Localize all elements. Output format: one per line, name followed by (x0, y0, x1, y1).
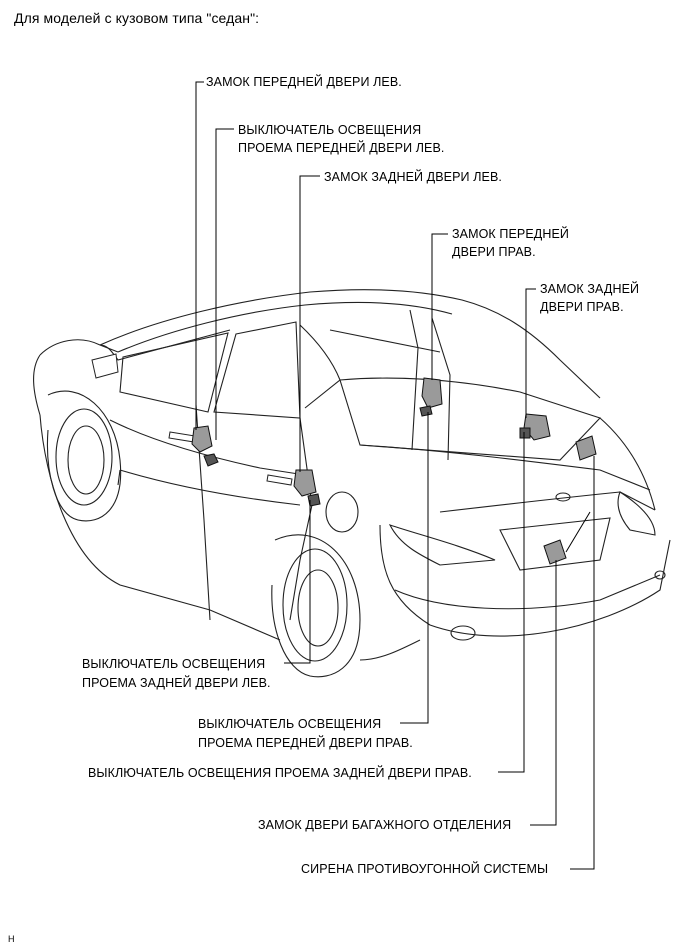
label-rear-door-courtesy-lh-line1: ВЫКЛЮЧАТЕЛЬ ОСВЕЩЕНИЯ (82, 657, 266, 671)
label-front-door-lock-rh-line1: ЗАМОК ПЕРЕДНЕЙ (452, 227, 569, 241)
leader-lines (195, 81, 595, 870)
car-body (33, 289, 671, 678)
component-front-door-lock-lh (191, 425, 219, 467)
page-title: Для моделей с кузовом типа "седан": (14, 10, 260, 26)
label-front-door-lock-lh: ЗАМОК ПЕРЕДНЕЙ ДВЕРИ ЛЕВ. (206, 75, 402, 89)
label-front-door-courtesy-rh-line2: ПРОЕМА ПЕРЕДНЕЙ ДВЕРИ ПРАВ. (198, 736, 413, 750)
figure-code: H (8, 934, 15, 944)
label-theft-siren: СИРЕНА ПРОТИВОУГОННОЙ СИСТЕМЫ (301, 862, 549, 876)
label-rear-door-courtesy-lh-line2: ПРОЕМА ЗАДНЕЙ ДВЕРИ ЛЕВ. (82, 676, 271, 690)
label-rear-door-lock-lh: ЗАМОК ЗАДНЕЙ ДВЕРИ ЛЕВ. (324, 170, 502, 184)
label-rear-door-lock-rh-line1: ЗАМОК ЗАДНЕЙ (540, 282, 640, 296)
label-front-door-lock-rh-line2: ДВЕРИ ПРАВ. (452, 245, 536, 259)
label-front-door-courtesy-rh-line1: ВЫКЛЮЧАТЕЛЬ ОСВЕЩЕНИЯ (198, 717, 382, 731)
component-theft-siren (575, 435, 597, 461)
label-front-door-courtesy-lh-line2: ПРОЕМА ПЕРЕДНЕЙ ДВЕРИ ЛЕВ. (238, 141, 445, 155)
component-front-door-lock-rh (419, 377, 443, 417)
label-front-door-courtesy-lh-line1: ВЫКЛЮЧАТЕЛЬ ОСВЕЩЕНИЯ (238, 123, 422, 137)
component-luggage-door-lock (543, 511, 591, 565)
component-rear-door-lock-lh (293, 469, 321, 507)
component-rear-door-lock-rh (519, 413, 551, 441)
label-rear-door-courtesy-rh: ВЫКЛЮЧАТЕЛЬ ОСВЕЩЕНИЯ ПРОЕМА ЗАДНЕЙ ДВЕР… (88, 766, 472, 780)
label-rear-door-lock-rh-line2: ДВЕРИ ПРАВ. (540, 300, 624, 314)
label-luggage-door-lock: ЗАМОК ДВЕРИ БАГАЖНОГО ОТДЕЛЕНИЯ (258, 818, 512, 832)
